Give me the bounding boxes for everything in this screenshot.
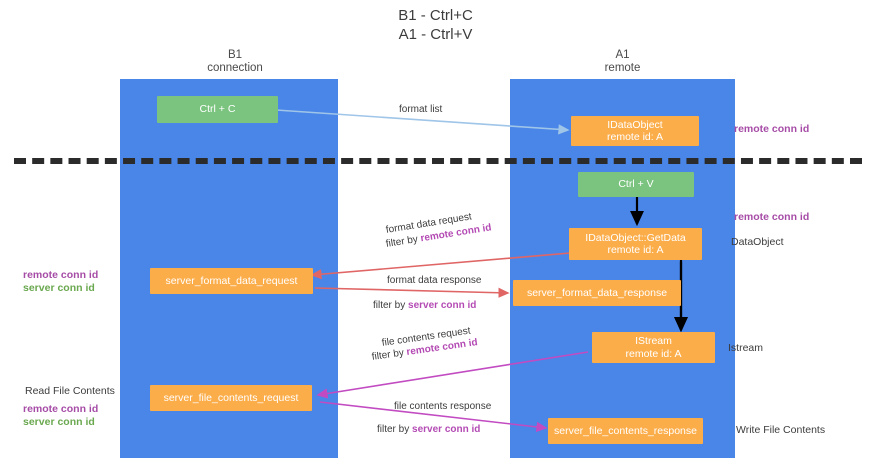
edge-format-data-response [314, 287, 510, 298]
node-server-format-data-response[interactable]: server_format_data_response [513, 280, 681, 306]
annotation-remote-conn-id-top: remote conn id [734, 123, 810, 135]
annotation-dataobject: DataObject [731, 236, 784, 248]
node-server-file-contents-response[interactable]: server_file_contents_response [548, 418, 703, 444]
filter-value-2: server conn id [408, 300, 477, 311]
filter-value-4: server conn id [412, 424, 481, 435]
annotation-left-remote-conn-id-2: remote conn id [23, 403, 99, 415]
edge-label-format-list: format list [399, 104, 443, 115]
annotation-istream: Istream [728, 342, 764, 354]
filter-prefix-2: filter by [373, 300, 409, 311]
annotation-write-file-contents: Write File Contents [736, 424, 826, 436]
annotation-read-file-contents: Read File Contents [25, 385, 115, 397]
diagram-title: B1 - Ctrl+C A1 - Ctrl+V [398, 7, 473, 43]
node-getdata[interactable]: IDataObject::GetData remote id: A [569, 228, 702, 260]
node-server-format-data-request[interactable]: server_format_data_request [150, 268, 313, 294]
node-ctrl-c[interactable]: Ctrl + C [157, 96, 278, 123]
edge-label-file-contents-response: file contents response [394, 401, 492, 412]
node-istream[interactable]: IStream remote id: A [592, 332, 715, 363]
annotation-left-remote-conn-id: remote conn id [23, 269, 99, 281]
annotation-remote-conn-id-mid: remote conn id [734, 211, 810, 223]
node-server-file-contents-request[interactable]: server_file_contents_request [150, 385, 312, 411]
edge-label-format-data-response-filter: filter by server conn id [373, 299, 476, 312]
annotation-left-server-conn-id: server conn id [23, 282, 95, 294]
edge-label-format-data-response: format data response [387, 275, 482, 286]
column-header-left: B1 connection [207, 49, 263, 74]
section-divider [14, 158, 862, 164]
column-header-right: A1 remote [604, 49, 641, 74]
annotation-left-server-conn-id-2: server conn id [23, 416, 95, 428]
filter-prefix-4: filter by [377, 424, 413, 435]
edge-label-file-contents-response-filter: filter by server conn id [377, 423, 480, 436]
node-idataobject[interactable]: IDataObject remote id: A [571, 116, 699, 146]
node-ctrl-v[interactable]: Ctrl + V [578, 172, 694, 197]
filter-prefix-3: filter by [371, 347, 408, 363]
